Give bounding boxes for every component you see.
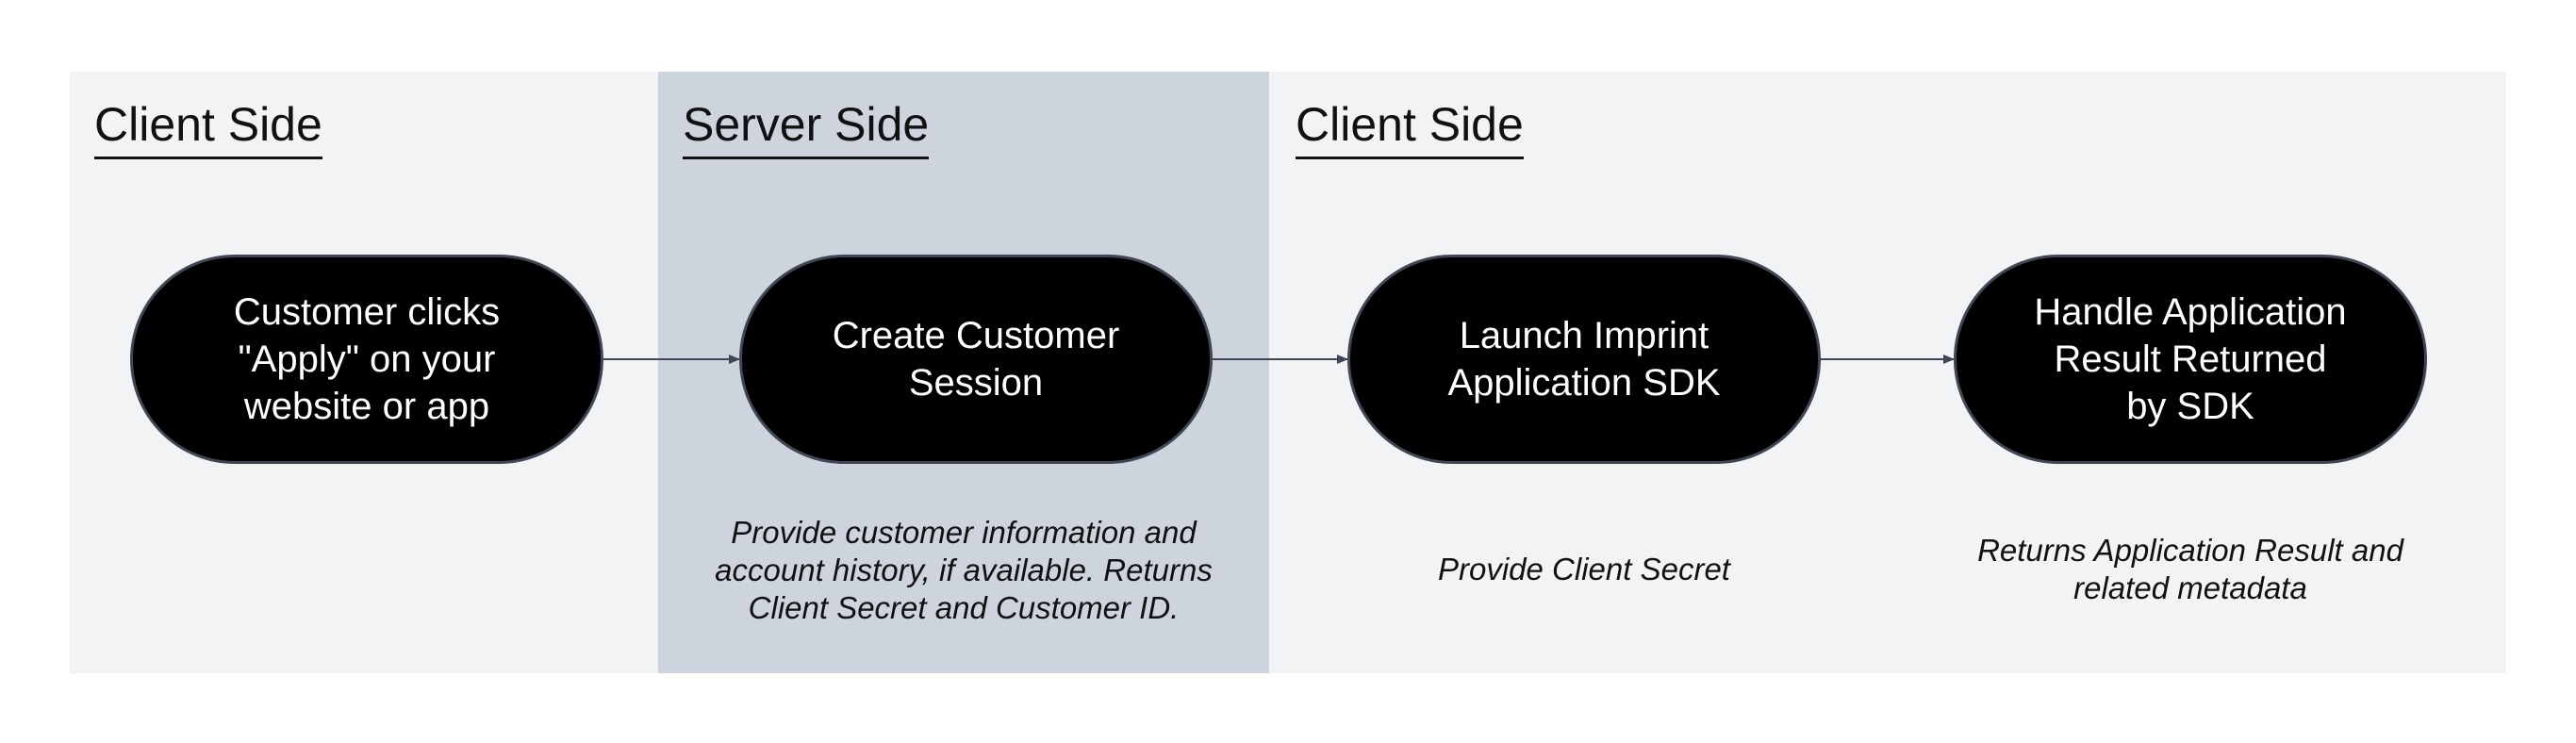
lane-title-client-side-2: Client Side	[1296, 96, 1524, 159]
lane-title-server-side: Server Side	[683, 96, 930, 159]
note-launch-sdk: Provide Client Secret	[1438, 552, 1730, 586]
node-label: Create Customer Session	[832, 315, 1120, 404]
node-label: Handle Application Result Returned by SD…	[2034, 291, 2347, 427]
node-launch-imprint-sdk: Launch Imprint Application SDK	[1347, 255, 1821, 464]
note-create-session: Provide customer information and account…	[715, 515, 1213, 625]
node-customer-clicks-apply: Customer clicks "Apply" on your website …	[130, 255, 603, 464]
node-handle-application-result: Handle Application Result Returned by SD…	[1954, 255, 2427, 464]
node-create-customer-session: Create Customer Session	[739, 255, 1213, 464]
lane-title-client-side-1: Client Side	[94, 96, 322, 159]
node-label: Launch Imprint Application SDK	[1447, 315, 1721, 404]
note-handle-result: Returns Application Result and related m…	[1977, 533, 2403, 605]
node-label: Customer clicks "Apply" on your website …	[233, 291, 501, 427]
